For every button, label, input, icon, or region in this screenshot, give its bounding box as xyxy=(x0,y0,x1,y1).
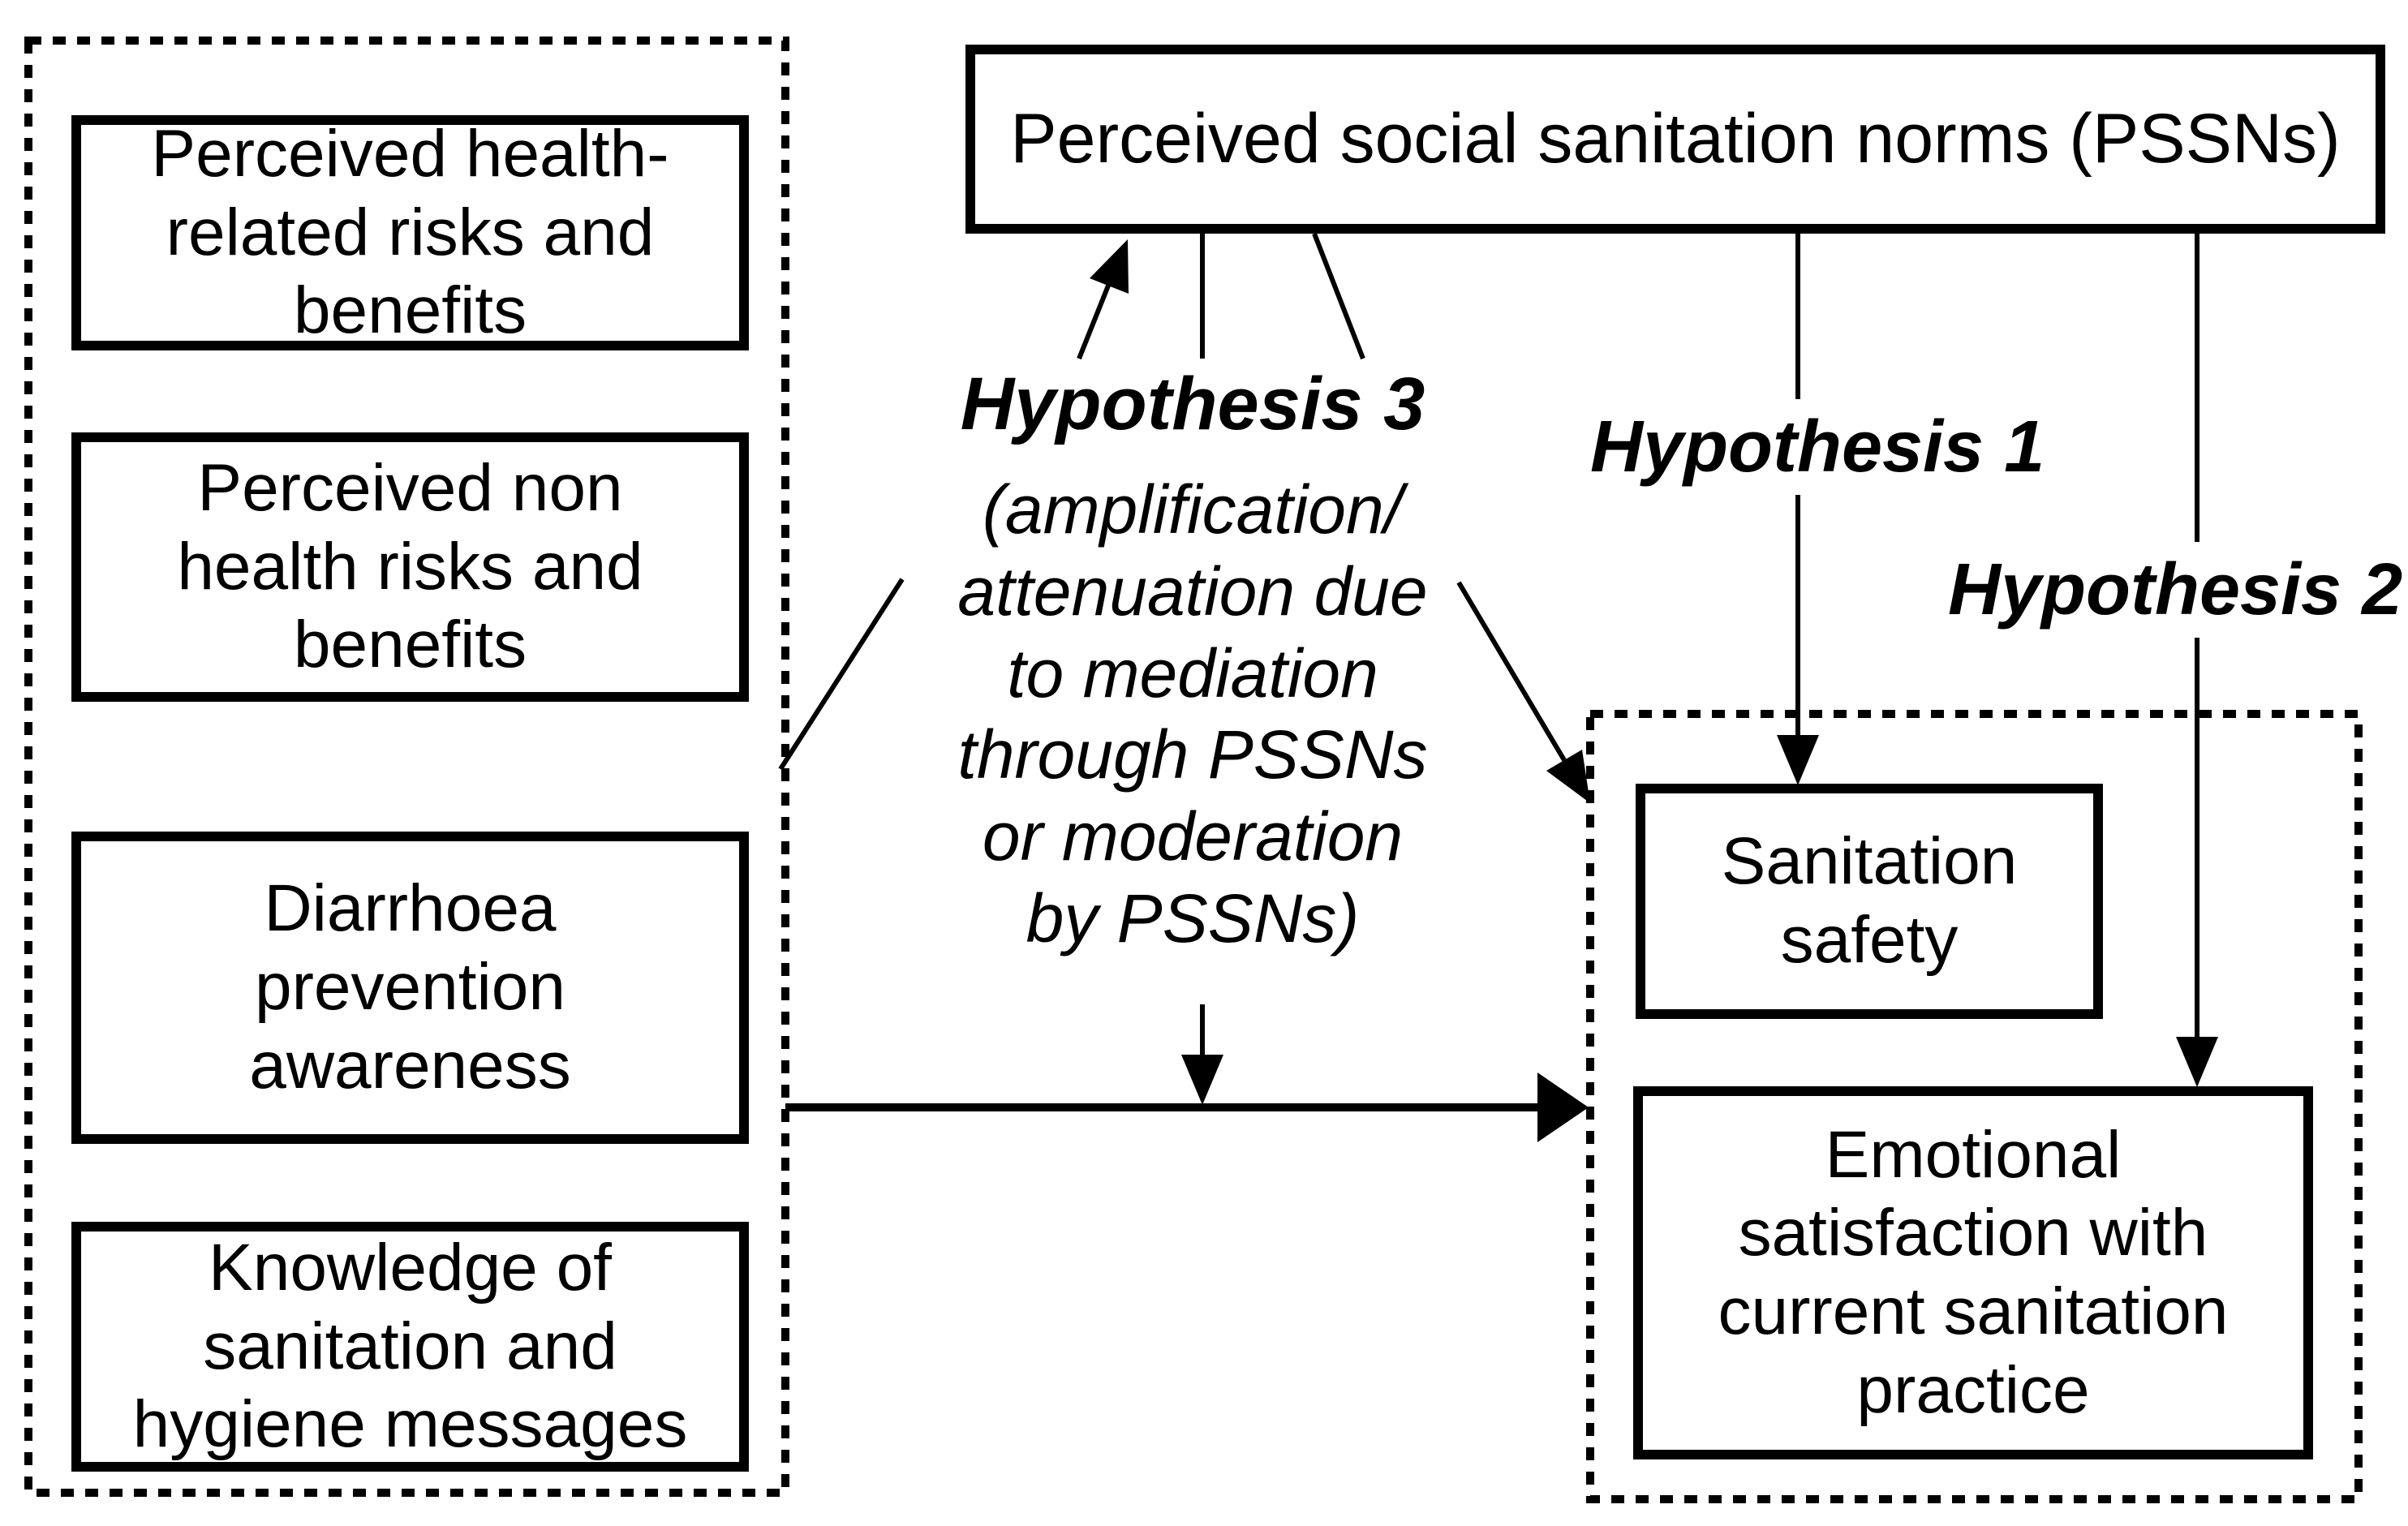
hypothesis-3-label: Hypothesis 3 xyxy=(960,363,1425,445)
outcome-box-sanitation-safety: Sanitation safety xyxy=(1636,784,2103,1019)
determinant-box-label: Knowledge of sanitation and hygiene mess… xyxy=(132,1230,688,1462)
outcomes-group-border xyxy=(1586,710,2363,1503)
mediation-path-arrowhead xyxy=(1546,750,1590,803)
direct-effect-arrowhead xyxy=(1537,1072,1589,1142)
hypothesis-1-arrowhead xyxy=(1777,735,1819,785)
determinant-box-knowledge-messages: Knowledge of sanitation and hygiene mess… xyxy=(71,1222,749,1472)
determinant-box-health-risks: Perceived health- related risks and bene… xyxy=(71,115,749,350)
outcome-box-emotional-satisfaction: Emotional satisfaction with current sani… xyxy=(1633,1086,2313,1459)
hypothesis-3-arrow-line xyxy=(1077,284,1111,360)
pssn-connector-line-right xyxy=(1312,232,1365,360)
mediation-path-right-line xyxy=(1456,581,1567,762)
determinant-box-diarrhoea-awareness: Diarrhoea prevention awareness xyxy=(71,832,749,1144)
hypothesis-2-arrowhead xyxy=(2176,1037,2218,1087)
outcome-box-label: Emotional satisfaction with current sani… xyxy=(1718,1117,2229,1427)
determinant-box-label: Diarrhoea prevention awareness xyxy=(249,871,571,1103)
hypothesis-3-arrowhead xyxy=(1090,239,1129,294)
determinant-box-label: Perceived health- related risks and bene… xyxy=(151,116,669,348)
moderation-arrowhead xyxy=(1181,1055,1223,1105)
determinant-box-non-health-risks: Perceived non health risks and benefits xyxy=(71,432,749,702)
hypothesis-1-label: Hypothesis 1 xyxy=(1577,399,2058,495)
pssn-box-label: Perceived social sanitation norms (PSSNs… xyxy=(1010,99,2341,178)
pssn-box: Perceived social sanitation norms (PSSNs… xyxy=(965,45,2385,234)
determinant-box-label: Perceived non health risks and benefits xyxy=(177,450,643,682)
outcome-box-label: Sanitation safety xyxy=(1721,824,2018,977)
mediation-path-left-line xyxy=(778,578,905,771)
determinants-group-border xyxy=(24,37,789,1497)
hypothesis-3-note: (amplification/ attenuation due to media… xyxy=(957,471,1428,956)
hypothesis-2-label: Hypothesis 2 xyxy=(1935,542,2408,638)
